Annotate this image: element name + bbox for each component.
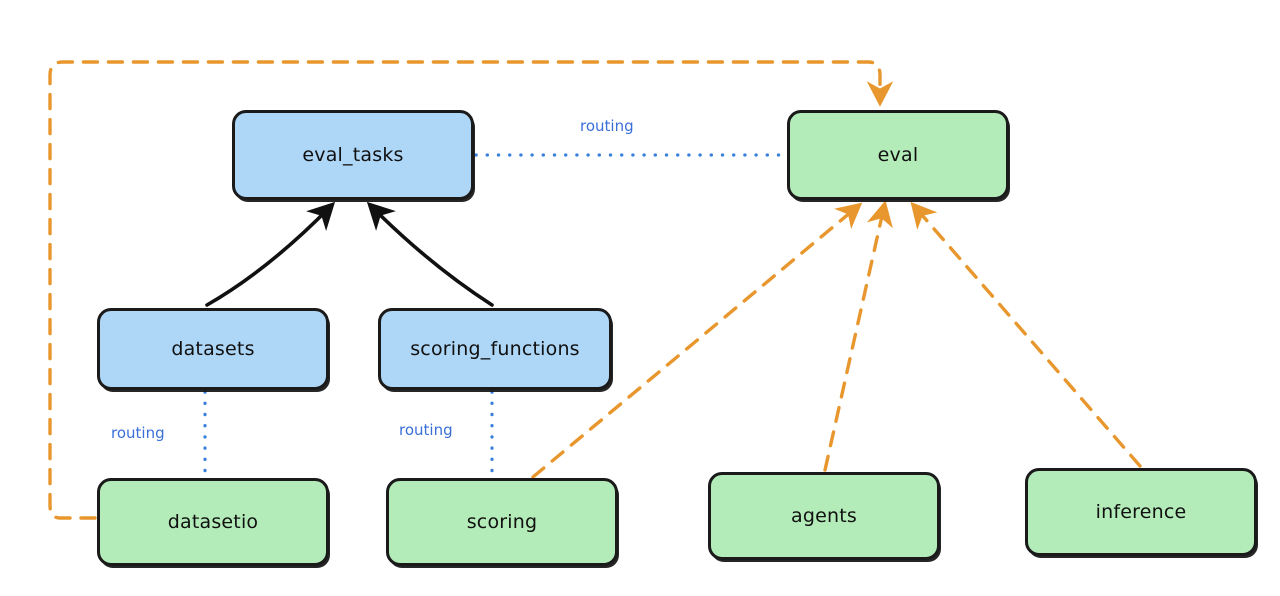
- edge-dependency-scoring-to-eval: [531, 202, 863, 479]
- edge-label-routing-datasets-datasetio: routing: [111, 424, 165, 442]
- node-scoring[interactable]: scoring: [386, 478, 618, 566]
- node-eval[interactable]: eval: [787, 110, 1009, 200]
- node-eval-tasks-label: eval_tasks: [302, 144, 404, 166]
- edge-label-routing-eval-tasks-eval: routing: [580, 117, 634, 135]
- edge-composition-scoring-functions-to-eval-tasks: [366, 201, 494, 307]
- edge-dependency-agents-to-eval: [823, 200, 893, 472]
- node-datasets-label: datasets: [171, 338, 255, 360]
- node-eval-tasks[interactable]: eval_tasks: [232, 110, 474, 200]
- node-eval-label: eval: [877, 144, 919, 166]
- edge-dependency-inference-to-eval: [910, 201, 1142, 468]
- node-inference[interactable]: inference: [1025, 468, 1257, 556]
- edge-label-routing-scoring-functions-scoring: routing: [399, 421, 453, 439]
- node-datasets[interactable]: datasets: [97, 308, 329, 390]
- node-scoring-label: scoring: [466, 511, 538, 533]
- node-agents[interactable]: agents: [708, 472, 940, 560]
- node-datasetio[interactable]: datasetio: [97, 478, 329, 566]
- node-inference-label: inference: [1095, 501, 1187, 523]
- node-agents-label: agents: [791, 505, 857, 527]
- node-datasetio-label: datasetio: [167, 511, 259, 533]
- node-scoring-functions[interactable]: scoring_functions: [378, 308, 612, 390]
- node-scoring-functions-label: scoring_functions: [410, 338, 580, 360]
- edge-composition-datasets-to-eval-tasks: [205, 201, 336, 307]
